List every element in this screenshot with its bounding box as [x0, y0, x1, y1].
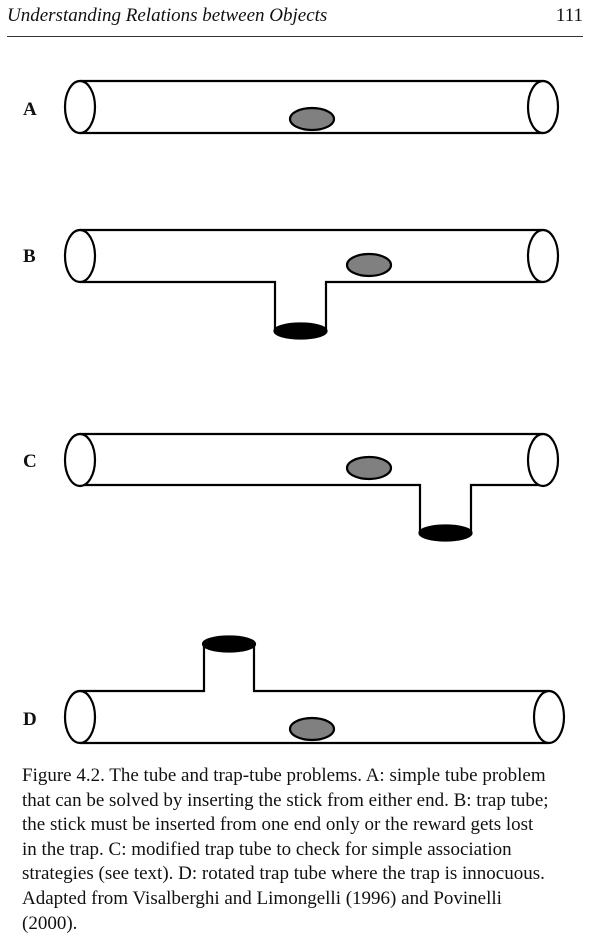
panel-c-tube [65, 434, 558, 541]
reward-food [290, 718, 334, 740]
tube-left-end [65, 434, 95, 486]
tube-right-end [528, 434, 558, 486]
panel-b-tube [65, 230, 558, 339]
caption-line: strategies (see text). D: rotated trap t… [22, 863, 545, 884]
figure-caption: Figure 4.2. The tube and trap-tube probl… [22, 764, 578, 936]
panel-a-tube [65, 81, 558, 133]
tube-body [80, 434, 543, 533]
tube-right-end [528, 230, 558, 282]
caption-line: the stick must be inserted from one end … [22, 814, 533, 835]
caption-line: that can be solved by inserting the stic… [22, 790, 549, 811]
trap-opening [275, 324, 327, 339]
tube-left-end [65, 230, 95, 282]
tube-left-end [65, 691, 95, 743]
caption-line: in the trap. C: modified trap tube to ch… [22, 839, 512, 860]
tube-left-end [65, 81, 95, 133]
trap-opening [203, 637, 255, 652]
panel-label-d: D [23, 709, 37, 730]
panel-label-b: B [23, 246, 36, 267]
caption-line: Figure 4.2. The tube and trap-tube probl… [22, 765, 546, 786]
trap-opening [420, 526, 472, 541]
tube-body [80, 230, 543, 331]
reward-food [347, 457, 391, 479]
caption-line: (2000). [22, 913, 77, 934]
tube-right-end [534, 691, 564, 743]
reward-food [290, 108, 334, 130]
panel-d-tube [65, 637, 564, 744]
panel-label-c: C [23, 451, 37, 472]
trap-tube-figure: A B C D [0, 0, 600, 760]
caption-line: Adapted from Visalberghi and Limongelli … [22, 888, 502, 909]
panel-label-a: A [23, 99, 37, 120]
tube-right-end [528, 81, 558, 133]
reward-food [347, 254, 391, 276]
